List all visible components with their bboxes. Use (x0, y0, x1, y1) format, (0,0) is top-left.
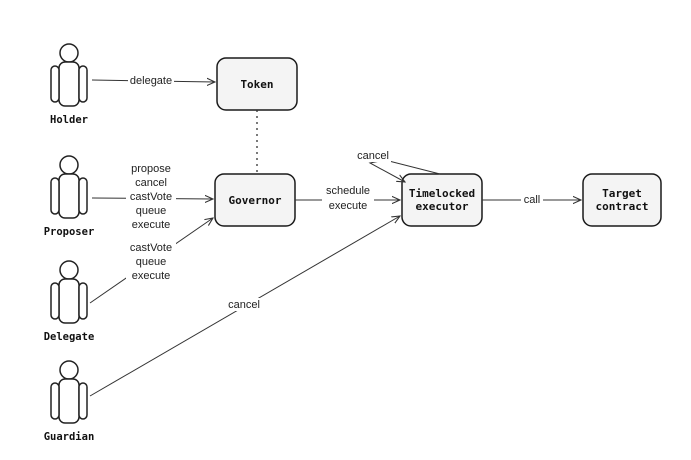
governor-label: Governor (229, 194, 282, 207)
label-propose: propose (131, 163, 171, 175)
person-icon (50, 260, 88, 324)
token-label: Token (240, 78, 273, 91)
label-execute: execute (329, 200, 368, 212)
svg-text:cancel: cancel (228, 299, 260, 311)
person-icon (50, 43, 88, 107)
label-queue: queue (136, 205, 167, 217)
label-castvote: castVote (130, 242, 172, 254)
target-label-line2: contract (596, 200, 649, 213)
holder-actor: Holder (50, 43, 88, 126)
label-cancel: cancel (135, 177, 167, 189)
delegate-actor: Delegate (44, 260, 95, 343)
holder-token-label: delegate (128, 73, 174, 87)
label-queue: queue (136, 256, 167, 268)
holder-label: Holder (50, 114, 88, 126)
proposer-actor: Proposer (44, 155, 95, 238)
label-castvote: castVote (130, 191, 172, 203)
timelock-label-line1: Timelocked (409, 187, 475, 200)
token-box: Token (216, 57, 298, 111)
label-schedule: schedule (326, 185, 370, 197)
timelock-self-cancel-label: cancel (355, 149, 391, 162)
delegate-governor-labels: castVote queue execute (126, 239, 176, 283)
svg-text:call: call (524, 194, 541, 206)
svg-text:delegate: delegate (130, 75, 172, 87)
svg-text:cancel: cancel (357, 150, 389, 162)
governor-timelock-labels: schedule execute (322, 183, 374, 213)
delegate-label: Delegate (44, 331, 95, 343)
label-execute: execute (132, 219, 171, 231)
target-label-line1: Target (602, 187, 642, 200)
proposer-label: Proposer (44, 226, 95, 238)
guardian-label: Guardian (44, 431, 95, 443)
proposer-governor-labels: propose cancel castVote queue execute (126, 160, 176, 232)
person-icon (50, 155, 88, 219)
guardian-timelock-label: cancel (226, 298, 262, 311)
person-icon (50, 360, 88, 424)
timelock-target-label: call (521, 193, 543, 206)
timelock-label-line2: executor (416, 200, 469, 213)
label-execute: execute (132, 270, 171, 282)
target-box: Target contract (582, 173, 662, 227)
timelock-box: Timelocked executor (401, 173, 483, 227)
guardian-actor: Guardian (44, 360, 95, 443)
governor-box: Governor (214, 173, 296, 227)
